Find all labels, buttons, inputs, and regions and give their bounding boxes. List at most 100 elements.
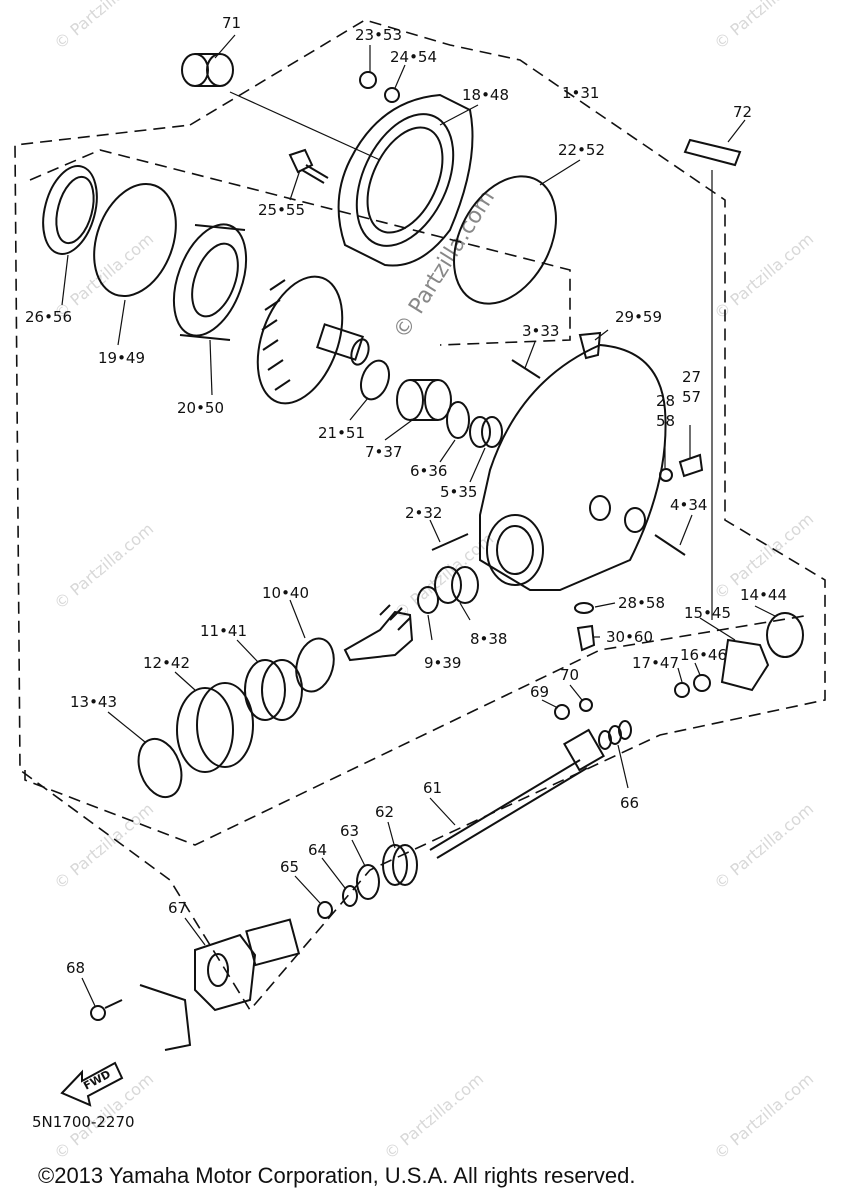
bushing-71-shape	[181, 53, 234, 87]
nut-23-shape	[359, 71, 377, 89]
bearing-8-shape	[434, 566, 479, 604]
watermark: © Partzilla.com	[710, 1069, 817, 1163]
callout-68: 68	[66, 959, 85, 977]
circlip-64-shape	[342, 885, 358, 907]
nut-69-shape	[554, 704, 570, 720]
seal-14-shape	[766, 612, 804, 658]
stud-2-shape	[431, 533, 469, 551]
callout-labels: 71 23•53 24•54 18•48 1•31 72 22•52 25•55…	[25, 14, 787, 1093]
spacer-6-shape	[446, 401, 470, 439]
watermark: © Partzilla.com	[50, 519, 157, 613]
callout-27: 27	[682, 368, 701, 386]
callout-28: 28	[656, 392, 675, 410]
callout-71: 71	[222, 14, 241, 32]
watermark: © Partzilla.com	[390, 529, 497, 623]
callout-12-42: 12•42	[143, 654, 190, 672]
callout-6-36: 6•36	[410, 462, 447, 480]
bearing-20-shape	[172, 223, 248, 341]
callout-7-37: 7•37	[365, 443, 402, 461]
callout-69: 69	[530, 683, 549, 701]
callout-61: 61	[423, 779, 442, 797]
circlip-65-shape	[317, 901, 333, 919]
seal-26-shape	[42, 165, 98, 255]
copyright-notice: ©2013 Yamaha Motor Corporation, U.S.A. A…	[38, 1163, 635, 1188]
callout-5-35: 5•35	[440, 483, 477, 501]
inner-dashed-boundary	[29, 149, 571, 346]
callout-62: 62	[375, 803, 394, 821]
yoke-67-shape	[194, 918, 301, 1012]
watermark-layer: © Partzilla.com © Partzilla.com © Partzi…	[50, 0, 817, 1163]
collar-5-shape	[469, 416, 503, 448]
callout-65: 65	[280, 858, 299, 876]
callout-15-45: 15•45	[684, 604, 731, 622]
callout-20-50: 20•50	[177, 399, 224, 417]
callout-18-48: 18•48	[462, 86, 509, 104]
bearing-housing-18-shape	[337, 93, 474, 267]
o-ring-22-shape	[453, 175, 557, 305]
watermark: © Partzilla.com	[380, 1069, 487, 1163]
damper-15-shape	[720, 638, 770, 692]
pinion-gear-shape	[343, 604, 414, 662]
outer-dashed-boundary	[14, 19, 826, 1012]
callout-57: 57	[682, 388, 701, 406]
leader-lines	[61, 34, 776, 1007]
callout-2-32: 2•32	[405, 504, 442, 522]
washer-28b-shape	[574, 602, 594, 614]
callout-66: 66	[620, 794, 639, 812]
fitting-30-shape	[576, 624, 596, 652]
watermark: © Partzilla.com	[710, 0, 817, 53]
o-ring-13-shape	[137, 737, 183, 799]
callout-1-31: 1•31	[562, 84, 599, 102]
callout-23-53: 23•53	[355, 26, 402, 44]
watermark: © Partzilla.com	[710, 799, 817, 893]
washer-70-shape	[579, 698, 593, 712]
callout-19-49: 19•49	[98, 349, 145, 367]
fwd-arrow-icon	[60, 1061, 124, 1107]
bolt-27-shape	[678, 453, 704, 478]
ring-gear-shape	[256, 275, 370, 405]
watermark: © Partzilla.com	[50, 0, 157, 53]
gear-case-1-shape	[479, 343, 667, 591]
callout-3-33: 3•33	[522, 322, 559, 340]
stud-3-shape	[511, 359, 541, 379]
collar-9-shape	[417, 586, 439, 614]
callout-67: 67	[168, 899, 187, 917]
callout-11-41: 11•41	[200, 622, 247, 640]
parts	[42, 53, 804, 1107]
callout-10-40: 10•40	[262, 584, 309, 602]
callout-30-60: 30•60	[606, 628, 653, 646]
stud-4-shape	[654, 534, 686, 556]
callout-29-59: 29•59	[615, 308, 662, 326]
callout-17-47: 17•47	[632, 654, 679, 672]
nut-17-shape	[674, 682, 690, 698]
bearing-11-shape	[244, 659, 303, 721]
bearing-nut-12-shape	[176, 682, 254, 773]
fwd-label: FWD	[81, 1068, 113, 1093]
o-ring-19-shape	[93, 182, 177, 298]
bolt-25-shape	[288, 148, 329, 184]
lower-dashed-boundary	[24, 614, 811, 846]
callout-63: 63	[340, 822, 359, 840]
callout-16-46: 16•46	[680, 646, 727, 664]
callout-24-54: 24•54	[390, 48, 437, 66]
callout-22-52: 22•52	[558, 141, 605, 159]
callout-8-38: 8•38	[470, 630, 507, 648]
bolt-68-shape	[90, 999, 123, 1021]
diagram-code: 5N1700-2270	[32, 1113, 135, 1131]
bearing-62-shape	[382, 844, 418, 886]
callout-21-51: 21•51	[318, 424, 365, 442]
washer-21-shape	[359, 359, 391, 401]
cap-29-shape	[578, 331, 602, 360]
callout-28-58: 28•58	[618, 594, 665, 612]
plate-72-shape	[683, 138, 742, 167]
callout-13-43: 13•43	[70, 693, 117, 711]
watermark: © Partzilla.com	[50, 799, 157, 893]
nut-24-shape	[384, 87, 400, 103]
callout-26-56: 26•56	[25, 308, 72, 326]
watermark: © Partzilla.com	[710, 229, 817, 323]
o-ring-10-shape	[295, 637, 335, 693]
washer-28-shape	[659, 468, 673, 482]
callout-4-34: 4•34	[670, 496, 707, 514]
callout-58: 58	[656, 412, 675, 430]
